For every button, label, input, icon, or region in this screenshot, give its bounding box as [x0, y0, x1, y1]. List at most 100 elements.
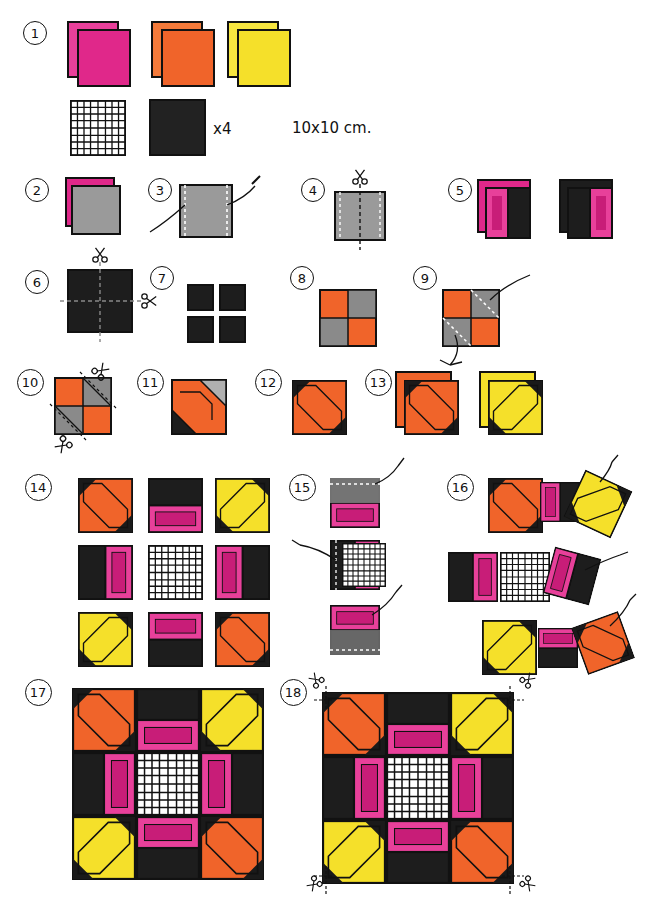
step-1-fabrics [68, 22, 290, 155]
step-5-units-part [492, 196, 502, 230]
step-15-sew-rows-part [292, 540, 336, 560]
step-14-layout [79, 479, 269, 666]
step-number-text: 1 [31, 27, 39, 40]
step-16-join [449, 455, 636, 674]
step-15-sew-rows [292, 458, 404, 655]
step-9-sew [440, 275, 530, 365]
step-16-join-part [489, 479, 542, 532]
step-number-text: 2 [33, 184, 41, 197]
step-9-sew-part [490, 275, 530, 300]
step-2-layer [66, 178, 120, 234]
step-16-join-part [501, 553, 549, 601]
step-15-sew-rows-part [343, 544, 386, 587]
step-1-fabrics-part [238, 30, 290, 86]
step-5-units-part [568, 188, 590, 238]
step-number: 9 [413, 266, 437, 290]
step-10-trim-part [50, 372, 116, 440]
step-18-finish-part [451, 821, 513, 883]
step-number: 5 [448, 178, 472, 202]
step-10-trim-part [55, 378, 111, 434]
step-9-sew-part [443, 290, 499, 346]
step-number-text: 10 [22, 376, 39, 389]
step-3-sew-part [185, 185, 227, 237]
step-14-layout-part [216, 546, 269, 599]
step-7-squares-part [220, 285, 245, 310]
step-18-finish-part [519, 671, 537, 689]
step-16-join-part [600, 455, 618, 482]
step-5-units-part [590, 188, 612, 238]
step-number: 12 [255, 369, 282, 396]
step-18-finish-part [307, 671, 325, 689]
step-14-layout-part [79, 546, 132, 599]
step-6-cut [60, 248, 156, 342]
step-10-trim-part [55, 378, 111, 434]
step-5-units-part [508, 188, 530, 238]
quantity-note: x4 [213, 120, 231, 138]
step-number: 4 [301, 178, 325, 202]
step-14-layout-part [149, 613, 202, 666]
step-number-text: 14 [30, 481, 47, 494]
step-18-finish-part [323, 693, 385, 755]
step-number: 2 [25, 178, 49, 202]
step-17-block-part [73, 817, 135, 879]
step-15-sew-rows-part [331, 606, 379, 654]
step-3-sew-part [150, 205, 185, 232]
step-number: 11 [137, 369, 164, 396]
step-17-block-part [73, 689, 135, 751]
step-13-units-part [405, 381, 458, 434]
step-17-block-part [201, 817, 263, 879]
step-number: 17 [25, 679, 52, 706]
step-17-block [73, 689, 263, 879]
step-18-finish-part [387, 821, 449, 883]
step-3-sew-part [227, 186, 255, 205]
step-18-finish-part [323, 821, 385, 883]
step-18-finish-part [314, 686, 524, 894]
step-17-block-part [137, 753, 199, 815]
step-number-text: 5 [456, 184, 464, 197]
step-18-finish-part [387, 757, 449, 819]
step-number-text: 16 [452, 481, 469, 494]
step-12-unit [293, 381, 346, 434]
step-10-trim-part [91, 361, 111, 381]
step-16-join-part [585, 552, 628, 570]
step-8-place-part [320, 318, 348, 346]
step-number-text: 18 [285, 686, 302, 699]
step-11-press-part [172, 410, 196, 434]
step-11-press [172, 380, 226, 434]
step-17-block-part [201, 689, 263, 751]
step-15-sew-rows-part [375, 458, 404, 484]
step-1-fabrics-part [150, 100, 205, 155]
step-3-sew-part [252, 176, 260, 184]
step-number-text: 3 [156, 184, 164, 197]
step-17-block-part [137, 689, 199, 751]
step-4-cut [335, 170, 385, 250]
step-number: 14 [25, 474, 52, 501]
step-number-text: 12 [260, 376, 277, 389]
step-15-sew-rows-part [330, 649, 380, 650]
step-13-units-part [489, 381, 542, 434]
step-7-squares-part [188, 317, 213, 342]
step-16-join-part [539, 629, 578, 668]
step-12-unit-part [293, 381, 346, 434]
step-14-layout-part [216, 613, 269, 666]
step-4-cut-part [353, 170, 367, 184]
step-number-text: 8 [298, 272, 306, 285]
step-9-sew-part [440, 335, 462, 365]
step-number-text: 17 [30, 686, 47, 699]
step-11-press-part [180, 392, 212, 420]
step-number: 7 [150, 266, 174, 290]
step-17-block-part [201, 753, 263, 815]
step-number: 8 [290, 266, 314, 290]
step-11-press-part [200, 380, 226, 406]
step-17-block-part [137, 817, 199, 879]
step-1-fabrics-part [162, 30, 214, 86]
step-number: 1 [23, 21, 47, 45]
step-15-sew-rows-part [335, 540, 336, 590]
step-15-sew-rows-part [372, 585, 402, 615]
step-18-finish-part [305, 875, 323, 893]
step-6-cut-part [93, 248, 107, 262]
step-8-place [320, 290, 376, 346]
step-number-text: 13 [370, 376, 387, 389]
step-18-finish-part [323, 757, 385, 819]
step-7-squares-part [220, 317, 245, 342]
